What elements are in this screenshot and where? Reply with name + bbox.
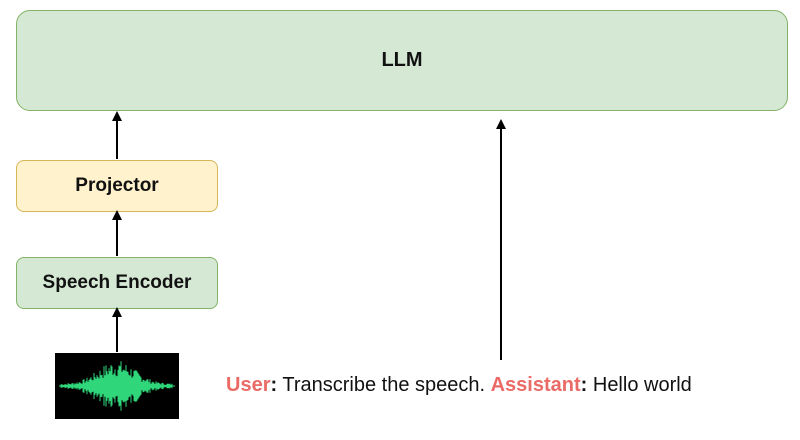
llm-label: LLM	[381, 49, 423, 71]
assistant-colon: :	[580, 374, 588, 396]
assistant-message: Hello world	[587, 374, 692, 396]
audio-waveform-icon	[55, 353, 179, 419]
user-message: Transcribe the speech.	[277, 374, 491, 396]
prompt-text: User: Transcribe the speech. Assistant: …	[226, 374, 786, 404]
user-role-label: User	[226, 374, 271, 396]
user-colon: :	[270, 374, 278, 396]
speech-encoder-label: Speech Encoder	[42, 272, 192, 293]
projector-label: Projector	[75, 175, 159, 196]
speech-encoder-block: Speech Encoder	[16, 257, 218, 309]
assistant-role-label: Assistant	[490, 374, 581, 396]
llm-block: LLM	[16, 10, 788, 111]
waveform-graphic	[59, 361, 175, 411]
